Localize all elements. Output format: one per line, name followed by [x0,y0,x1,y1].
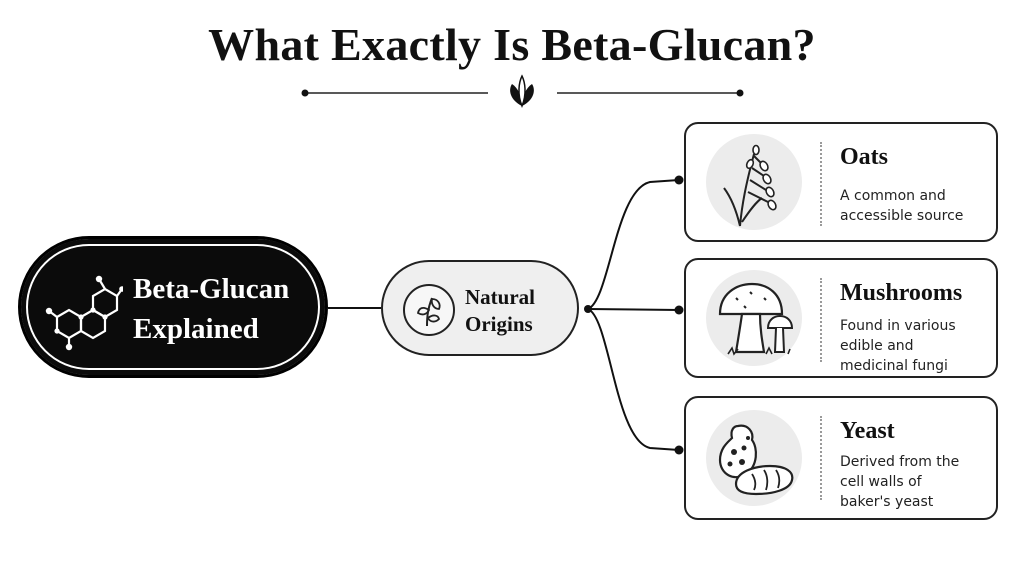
mushroom-icon [706,270,802,366]
card-desc-oats: A common and accessible source [840,186,990,226]
title-ornament [301,74,744,108]
yeast-bread-icon [706,410,802,506]
mid-node-label-line1: Natural [465,285,535,309]
card-desc-line: cell walls of [840,474,922,490]
connector-dot-mushrooms [674,305,684,315]
mid-node-label: Natural Origins [465,284,575,338]
connector-oats [587,179,680,310]
card-divider [820,142,822,226]
card-divider [820,416,822,500]
sprout-icon [403,284,455,336]
molecule-icon [45,275,123,351]
leaf-ornament-icon [510,74,534,108]
card-divider [820,278,822,362]
main-node-label: Beta-Glucan Explained [133,269,323,349]
card-title-mushrooms: Mushrooms [840,280,963,306]
card-desc-line: medicinal fungi [840,358,948,374]
card-desc-mushrooms: Found in various edible and medicinal fu… [840,316,990,376]
card-desc-line: Found in various [840,318,956,334]
main-node-label-line2: Explained [133,313,259,345]
mid-node-natural-origins: Natural Origins [381,260,579,356]
page-title: What Exactly Is Beta-Glucan? [208,19,816,70]
connector-yeast [587,308,680,451]
mid-node-label-line2: Origins [465,312,533,336]
card-desc-line: A common and [840,188,946,204]
card-title-yeast: Yeast [840,418,895,444]
connector-dot-oats [674,175,684,185]
card-oats: Oats A common and accessible source [684,122,998,242]
card-desc-line: Derived from the [840,454,960,470]
card-mushrooms: Mushrooms Found in various edible and me… [684,258,998,378]
connector-mushrooms [587,308,680,311]
card-desc-line: edible and [840,338,914,354]
main-node-label-line1: Beta-Glucan [133,273,290,305]
card-desc-yeast: Derived from the cell walls of baker's y… [840,452,990,512]
main-node-beta-glucan: Beta-Glucan Explained [18,236,328,378]
card-desc-line: baker's yeast [840,494,934,510]
card-yeast: Yeast Derived from the cell walls of bak… [684,396,998,520]
connector-dot-yeast [674,445,684,455]
card-desc-line: accessible source [840,208,964,224]
card-title-oats: Oats [840,144,888,170]
oat-plant-icon [706,134,802,230]
